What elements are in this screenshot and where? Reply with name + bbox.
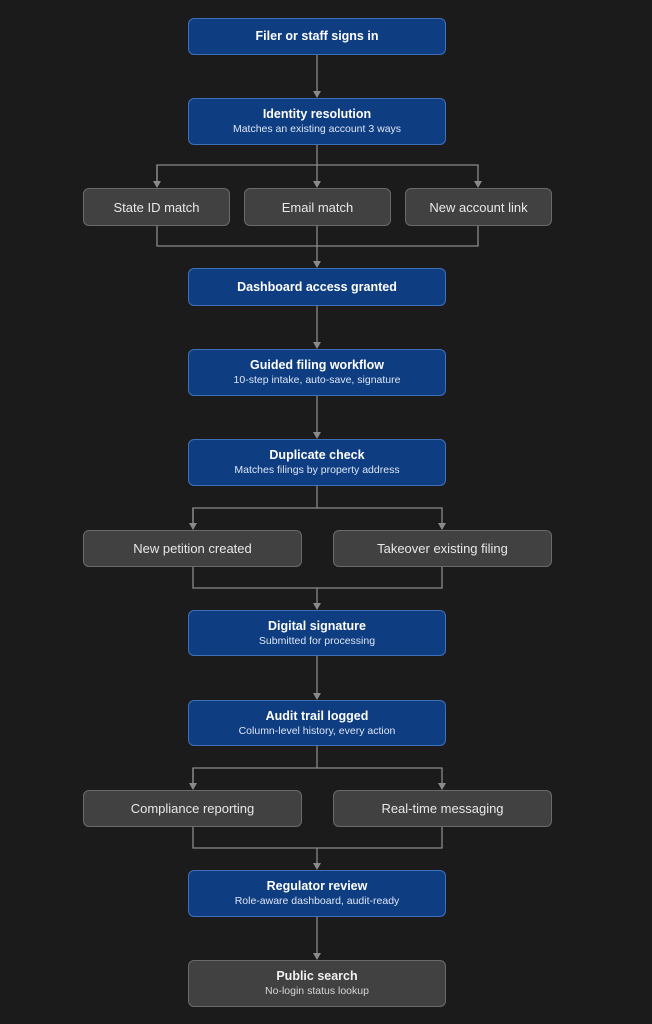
node-audit-trail: Audit trail logged Column-level history,… <box>188 700 446 746</box>
node-regulator-review: Regulator review Role-aware dashboard, a… <box>188 870 446 917</box>
node-title: Email match <box>281 199 354 215</box>
node-subtitle: No-login status lookup <box>265 985 369 997</box>
node-new-account-link: New account link <box>405 188 552 226</box>
node-sign-in: Filer or staff signs in <box>188 18 446 55</box>
connector-audit-merge <box>192 827 443 849</box>
node-title: Audit trail logged <box>265 708 369 723</box>
node-title: Filer or staff signs in <box>255 29 379 43</box>
node-subtitle: 10-step intake, auto-save, signature <box>233 374 401 386</box>
node-title: Regulator review <box>266 879 368 893</box>
node-title: Duplicate check <box>269 448 365 462</box>
node-realtime-messaging: Real-time messaging <box>333 790 552 827</box>
node-email-match: Email match <box>244 188 391 226</box>
node-title: Compliance reporting <box>130 801 255 816</box>
connector-duplicate-split <box>192 507 446 530</box>
connector-audit-split <box>192 767 446 790</box>
connector-duplicate-merge <box>192 567 443 589</box>
node-title: Digital signature <box>268 618 366 633</box>
node-title: New account link <box>429 199 528 215</box>
node-takeover-filing: Takeover existing filing <box>333 530 552 567</box>
node-title: New petition created <box>133 541 252 556</box>
node-subtitle: Role-aware dashboard, audit-ready <box>234 895 400 907</box>
node-title: Public search <box>276 969 358 983</box>
node-identity-resolution: Identity resolution Matches an existing … <box>188 98 446 145</box>
node-title: Takeover existing filing <box>377 541 508 556</box>
node-new-petition: New petition created <box>83 530 302 567</box>
node-public-search: Public search No-login status lookup <box>188 960 446 1007</box>
node-title: Dashboard access granted <box>237 279 397 294</box>
node-subtitle: Matches filings by property address <box>234 464 400 476</box>
node-title: Guided filing workflow <box>249 358 385 372</box>
node-digital-signature: Digital signature Submitted for processi… <box>188 610 446 656</box>
node-title: State ID match <box>113 199 200 215</box>
node-title: Identity resolution <box>262 107 372 121</box>
node-state-id-match: State ID match <box>83 188 230 226</box>
node-subtitle: Matches an existing account 3 ways <box>232 123 402 135</box>
node-subtitle: Submitted for processing <box>258 634 376 647</box>
node-dashboard-access: Dashboard access granted <box>188 268 446 306</box>
node-guided-filing: Guided filing workflow 10-step intake, a… <box>188 349 446 396</box>
node-title: Real-time messaging <box>381 801 504 816</box>
node-subtitle: Column-level history, every action <box>238 724 396 737</box>
node-compliance-reporting: Compliance reporting <box>83 790 302 827</box>
node-duplicate-check: Duplicate check Matches filings by prope… <box>188 439 446 486</box>
